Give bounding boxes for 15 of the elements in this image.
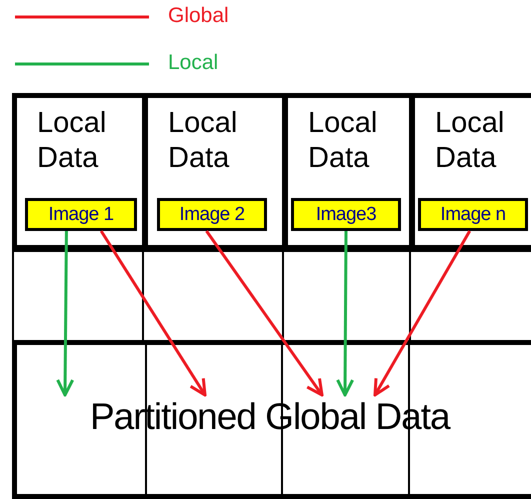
local-data-label: Local Data <box>37 106 108 176</box>
arrow <box>336 231 354 396</box>
local-data-label: Local Data <box>168 106 238 176</box>
image-label: Image 1 <box>25 198 137 231</box>
arrow <box>205 230 324 396</box>
local-data-label: Local Data <box>308 106 378 176</box>
image-label: Image 2 <box>157 198 267 231</box>
arrow <box>374 230 471 396</box>
legend-label: Global <box>168 4 229 28</box>
local-data-label: Local Data <box>435 106 506 176</box>
legend-label: Local <box>168 51 218 75</box>
image-label: Image3 <box>291 198 401 231</box>
arrow <box>100 230 206 396</box>
image-label: Image n <box>418 198 528 231</box>
arrow <box>56 230 74 396</box>
